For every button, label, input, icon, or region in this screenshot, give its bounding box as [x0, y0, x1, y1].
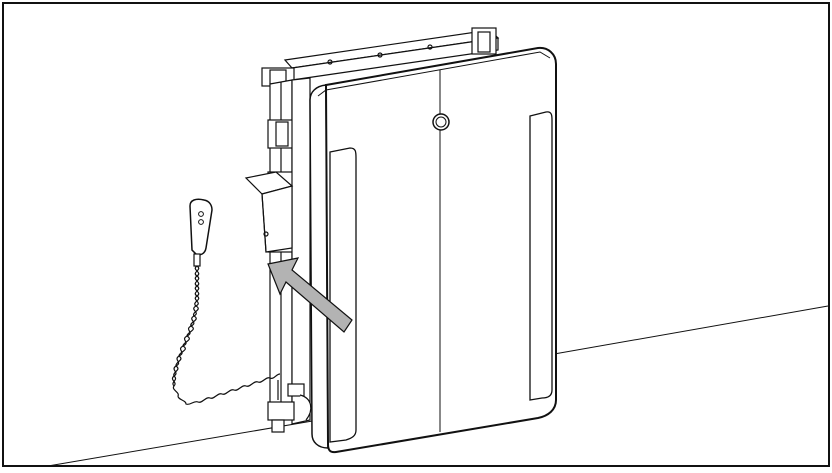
hand-controller-icon: [189, 198, 213, 267]
controller-holder: [244, 171, 294, 253]
front-panel: [309, 46, 557, 454]
coiled-cable-icon: [171, 265, 281, 406]
frame-border: [2, 2, 830, 467]
direction-arrow-icon: [267, 257, 353, 333]
